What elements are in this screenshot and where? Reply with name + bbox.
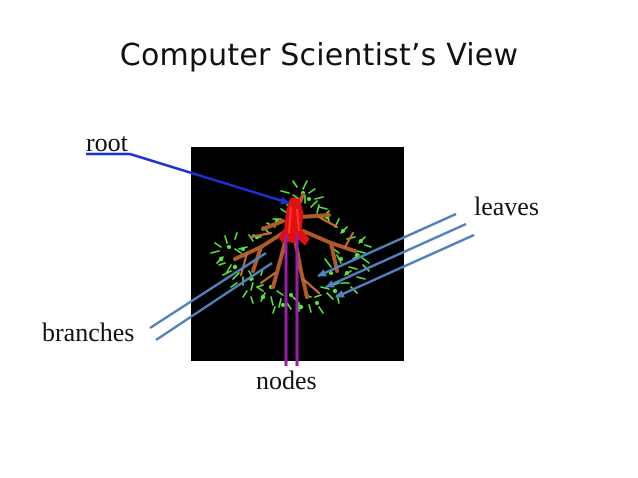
slide-title: Computer Scientist’s View (119, 38, 519, 73)
leaves-arrow-3 (335, 233, 475, 299)
leaves-arrow-2 (325, 222, 467, 289)
nodes-label: nodes (256, 366, 317, 395)
root-arrow (129, 152, 290, 205)
branches-line-1 (149, 251, 267, 330)
branches-label: branches (42, 318, 135, 347)
leaves-arrow-1 (317, 212, 457, 278)
root-label: root (86, 128, 128, 157)
branches-line-2 (155, 261, 273, 342)
leaves-label: leaves (474, 192, 539, 221)
